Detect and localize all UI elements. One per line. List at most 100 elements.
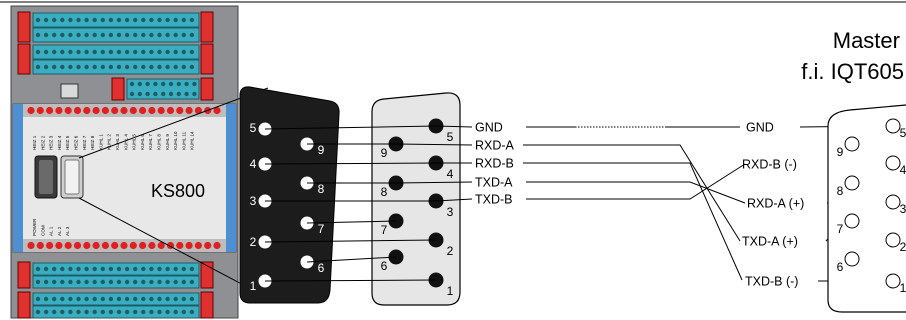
status-led — [194, 241, 202, 250]
terminal-screw — [108, 32, 114, 38]
master-title: Master — [833, 28, 900, 53]
terminal-screw — [173, 309, 178, 315]
pin-number: 8 — [837, 184, 844, 198]
status-led — [176, 241, 184, 250]
led-label: HEIZ 4 — [57, 135, 62, 150]
terminal-screw — [60, 309, 65, 315]
switch — [60, 83, 79, 99]
status-led — [157, 241, 165, 250]
status-led — [73, 241, 82, 250]
terminal-screw — [181, 266, 186, 272]
terminal-screw — [141, 17, 146, 23]
terminal-screw — [84, 266, 89, 272]
terminal-clip-right — [200, 261, 214, 289]
pin — [844, 175, 860, 191]
terminal-block-bottom — [17, 261, 214, 319]
terminal-screw — [165, 32, 170, 38]
terminal-screw — [189, 17, 195, 23]
terminal-screw — [43, 309, 49, 315]
terminal-screw — [145, 91, 150, 97]
terminal-screw — [124, 17, 130, 23]
pin-number: 3 — [250, 194, 257, 208]
led-label: KUHL 9 — [165, 134, 170, 150]
terminal-screw — [165, 17, 170, 23]
status-led — [120, 241, 128, 250]
pin-number: 5 — [900, 126, 906, 140]
cable-wire — [523, 144, 741, 242]
terminal-screw — [149, 266, 154, 272]
led-label: KUHL 1 — [98, 134, 103, 150]
terminal-screw — [108, 279, 114, 285]
terminal-screw — [173, 296, 178, 302]
terminal-screw — [173, 49, 178, 55]
led-label: AL 1 — [49, 226, 54, 236]
terminal-screw — [149, 64, 154, 70]
terminal-screw — [35, 17, 41, 23]
status-led — [55, 106, 63, 115]
master-signal-label: TXD-A (+) — [742, 235, 798, 249]
cable-wire — [526, 181, 746, 204]
terminal-screw — [153, 91, 158, 97]
terminal-screw — [133, 266, 138, 272]
terminal-screw — [52, 266, 57, 272]
terminal-screw — [168, 91, 174, 97]
terminal-screw — [168, 81, 174, 87]
pin-number: 3 — [447, 205, 454, 219]
ks-signal-label: RXD-B — [475, 157, 514, 171]
status-led — [194, 106, 202, 115]
led-label: HEIZ 5 — [65, 135, 70, 150]
terminal-screw — [43, 17, 49, 23]
terminal-screw — [184, 91, 189, 97]
terminal-screw — [189, 296, 195, 302]
master-subtitle: f.i. IQT605 — [801, 59, 904, 84]
terminal-screw — [133, 309, 138, 315]
terminal-screw — [157, 309, 162, 315]
status-led — [111, 106, 119, 115]
terminal-screw — [141, 309, 146, 315]
terminal-screw — [157, 32, 162, 38]
terminal-screws-small — [129, 81, 197, 97]
terminal-screw — [165, 49, 170, 55]
terminal-screw — [43, 279, 49, 285]
terminal-screws-top — [35, 17, 195, 70]
terminal-screw — [100, 17, 106, 23]
terminal-screw — [181, 32, 186, 38]
pin-number: 7 — [318, 222, 325, 236]
terminal-screw — [124, 279, 130, 285]
terminal-clip-left — [17, 43, 31, 75]
terminal-screw — [35, 266, 41, 272]
terminal-screw — [149, 17, 154, 23]
status-led — [92, 106, 100, 115]
terminal-screw — [133, 64, 138, 70]
led-label: HEIZ 7 — [82, 135, 87, 150]
terminal-screw — [189, 279, 195, 285]
terminal-screw — [92, 266, 97, 272]
terminal-screw — [149, 309, 154, 315]
terminal-screw — [133, 49, 138, 55]
callout-line-top — [78, 87, 269, 159]
terminal-screw — [124, 64, 130, 70]
master-signal-label: RXD-B (-) — [742, 158, 797, 172]
pin — [885, 194, 901, 210]
pin-number: 8 — [318, 182, 325, 196]
terminal-screw — [149, 32, 154, 38]
status-led — [46, 241, 54, 250]
pin-number: 4 — [900, 163, 906, 177]
terminal-screw — [92, 279, 97, 285]
pin-number: 6 — [318, 261, 325, 275]
master-signal-label: GND — [746, 121, 774, 135]
terminal-screw — [189, 266, 195, 272]
terminal-screw — [116, 309, 122, 315]
terminal-screw — [92, 17, 97, 23]
terminal-screw — [52, 17, 57, 23]
terminal-screw — [60, 296, 65, 302]
terminal-screw — [189, 309, 195, 315]
terminal-clip-left — [111, 77, 125, 101]
status-led — [157, 106, 165, 115]
terminal-screw — [124, 266, 130, 272]
status-led — [36, 241, 44, 250]
terminal-screw — [100, 279, 106, 285]
